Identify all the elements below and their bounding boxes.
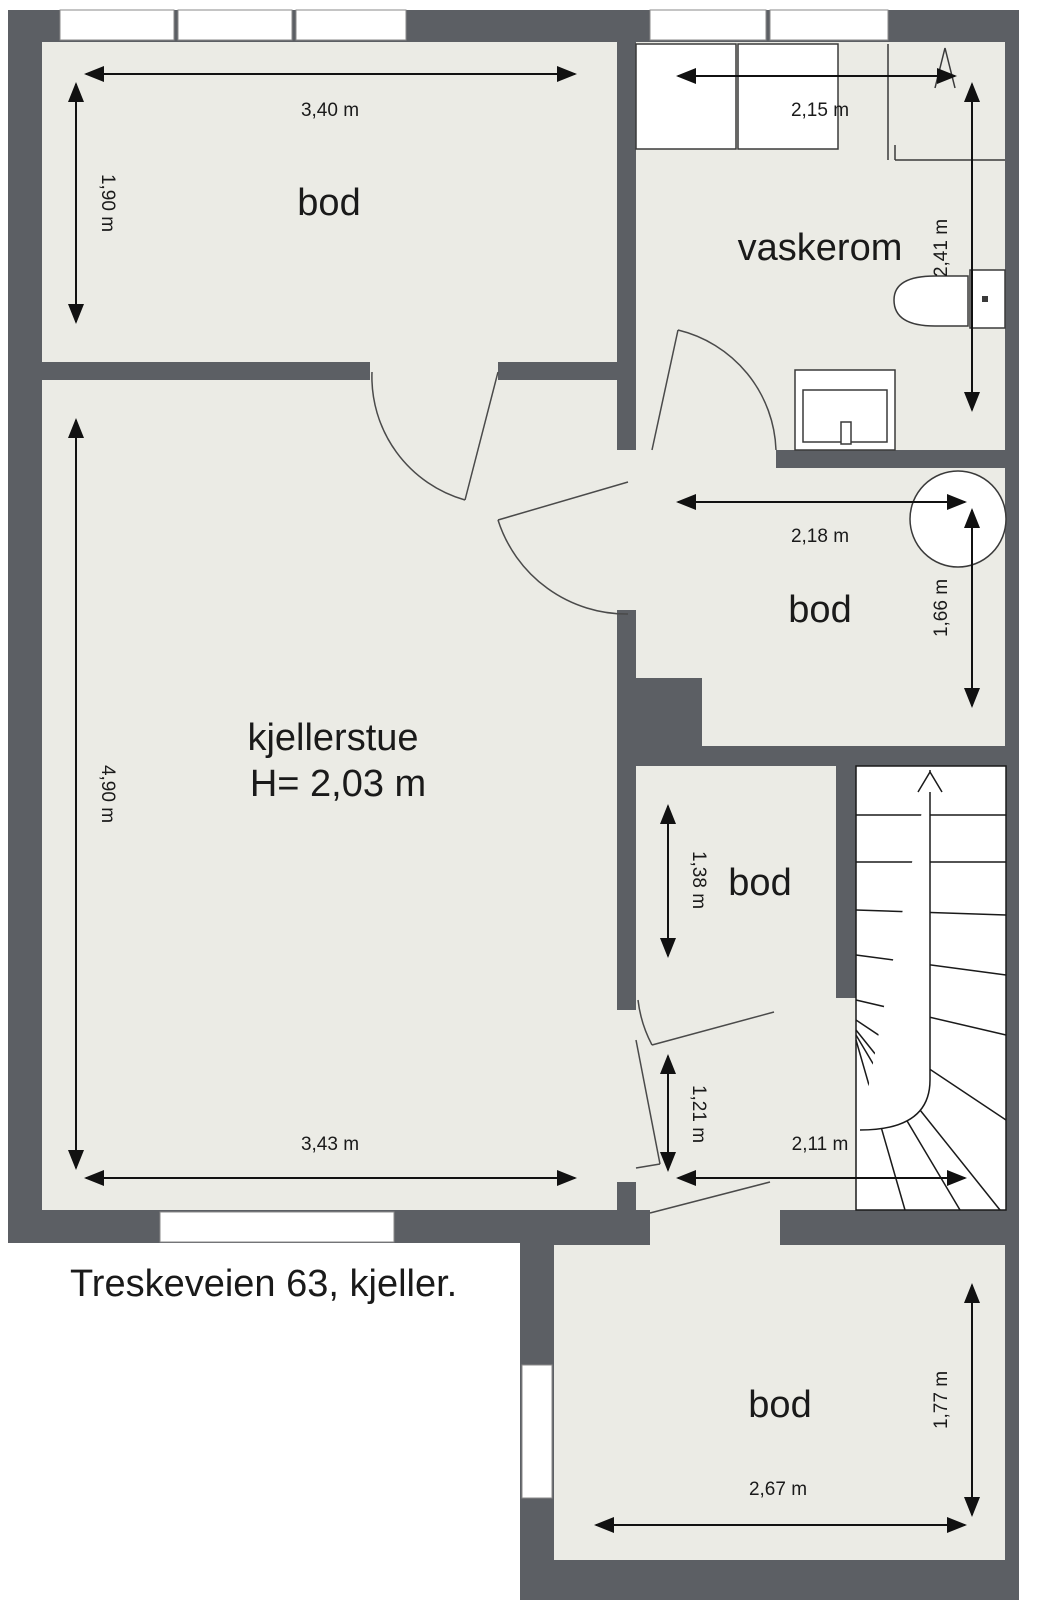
dimension-label: 1,90 m [97, 174, 118, 232]
dimension-label: 1,66 m [931, 579, 952, 637]
fixtures [635, 43, 1007, 568]
dimension-label: 1,38 m [688, 851, 709, 909]
dimension-labels: 3,40 m 1,90 m 2,15 m 2,41 m 2,18 m 1,66 … [97, 100, 952, 1500]
floor-bod-top-left [42, 42, 617, 362]
room-label-bod-small: bod [728, 862, 791, 904]
floor-kjellerstue [42, 380, 617, 1210]
door-swing-icon [497, 481, 629, 615]
room-labels: bod vaskerom kjellerstue H= 2,03 m bod b… [247, 182, 902, 1426]
windows [59, 9, 889, 1499]
dimension-lines [68, 66, 980, 1533]
door-swing-icon [371, 371, 499, 501]
window-icon [521, 1364, 553, 1499]
floor-bod-bottom [554, 1245, 1005, 1560]
door-swing-icon [649, 1181, 771, 1214]
window-icon [649, 9, 889, 41]
door-swings [371, 329, 777, 1214]
stairs-icon [855, 765, 1007, 1211]
door-openings [370, 360, 780, 1248]
room-label-bod-mid-right: bod [788, 589, 851, 631]
room-label-bod-top-left: bod [297, 182, 360, 224]
window-icon [159, 1211, 395, 1243]
dimension-label: 3,43 m [301, 1134, 359, 1155]
window-icon [59, 9, 407, 41]
room-height-note: H= 2,03 m [250, 763, 426, 805]
dimension-label: 4,90 m [97, 765, 118, 823]
shower-outline [887, 44, 1005, 161]
room-label-vaskerom: vaskerom [738, 227, 903, 269]
dimension-label: 2,18 m [791, 526, 849, 547]
door-swing-icon [635, 1039, 661, 1169]
washer-icon [635, 43, 839, 150]
room-label-bod-bottom: bod [748, 1384, 811, 1426]
toilet-icon [893, 269, 1006, 329]
room-label-kjellerstue: kjellerstue [247, 717, 418, 759]
dimension-label: 2,15 m [791, 100, 849, 121]
dimension-label: 2,11 m [792, 1134, 849, 1155]
sink-icon [794, 369, 896, 451]
dimension-label: 3,40 m [301, 100, 359, 121]
dimension-label: 1,21 m [688, 1085, 709, 1143]
water-heater-icon [909, 470, 1007, 568]
door-swing-icon [651, 329, 777, 451]
dimension-label: 1,77 m [931, 1371, 952, 1429]
dimension-label: 2,41 m [931, 219, 952, 277]
address-caption: Treskeveien 63, kjeller. [70, 1263, 457, 1305]
door-swing-icon [637, 999, 775, 1046]
floor-bod-mid-right-lower [702, 676, 1005, 746]
dimension-label: 2,67 m [749, 1479, 807, 1500]
